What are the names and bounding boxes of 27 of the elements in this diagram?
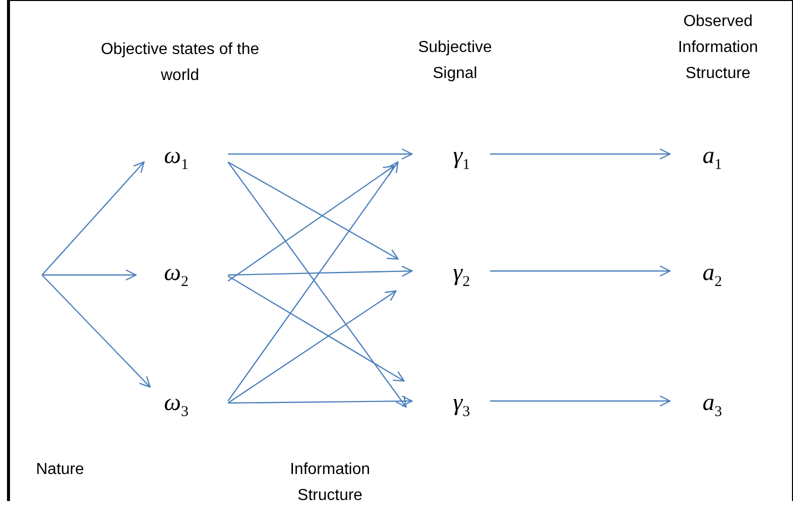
arrow bbox=[228, 161, 399, 260]
arrow bbox=[228, 148, 413, 160]
arrow bbox=[42, 274, 151, 388]
arrow bbox=[228, 165, 395, 282]
arrow bbox=[228, 266, 413, 277]
arrow bbox=[490, 265, 671, 277]
arrow bbox=[490, 148, 671, 160]
arrow bbox=[490, 395, 671, 407]
math-symbol: γ$_{1}$ bbox=[453, 144, 470, 172]
math-symbol: γ$_{3}$ bbox=[453, 390, 470, 420]
math-symbol: a$_{2}$ bbox=[702, 260, 722, 290]
column-heading: Subjective Signal bbox=[417, 38, 493, 84]
arrow bbox=[42, 161, 145, 276]
arrow bbox=[42, 269, 137, 281]
arrow bbox=[228, 275, 405, 382]
arrow bbox=[228, 396, 413, 407]
math-symbol: a$_{1}$ bbox=[702, 144, 722, 172]
math-symbol: γ$_{2}$ bbox=[453, 260, 470, 290]
math-symbol: a$_{3}$ bbox=[702, 390, 722, 420]
column-heading: Objective states of the world bbox=[100, 40, 260, 86]
arrow bbox=[228, 290, 397, 404]
column-heading: Observed Information Structure bbox=[676, 12, 760, 84]
math-symbol: ω$_{1}$ bbox=[164, 144, 188, 172]
math-symbol: ω$_{3}$ bbox=[164, 390, 188, 420]
column-heading: Nature bbox=[34, 460, 86, 480]
math-symbol: ω$_{2}$ bbox=[164, 260, 188, 290]
column-heading: Information Structure bbox=[288, 460, 372, 506]
